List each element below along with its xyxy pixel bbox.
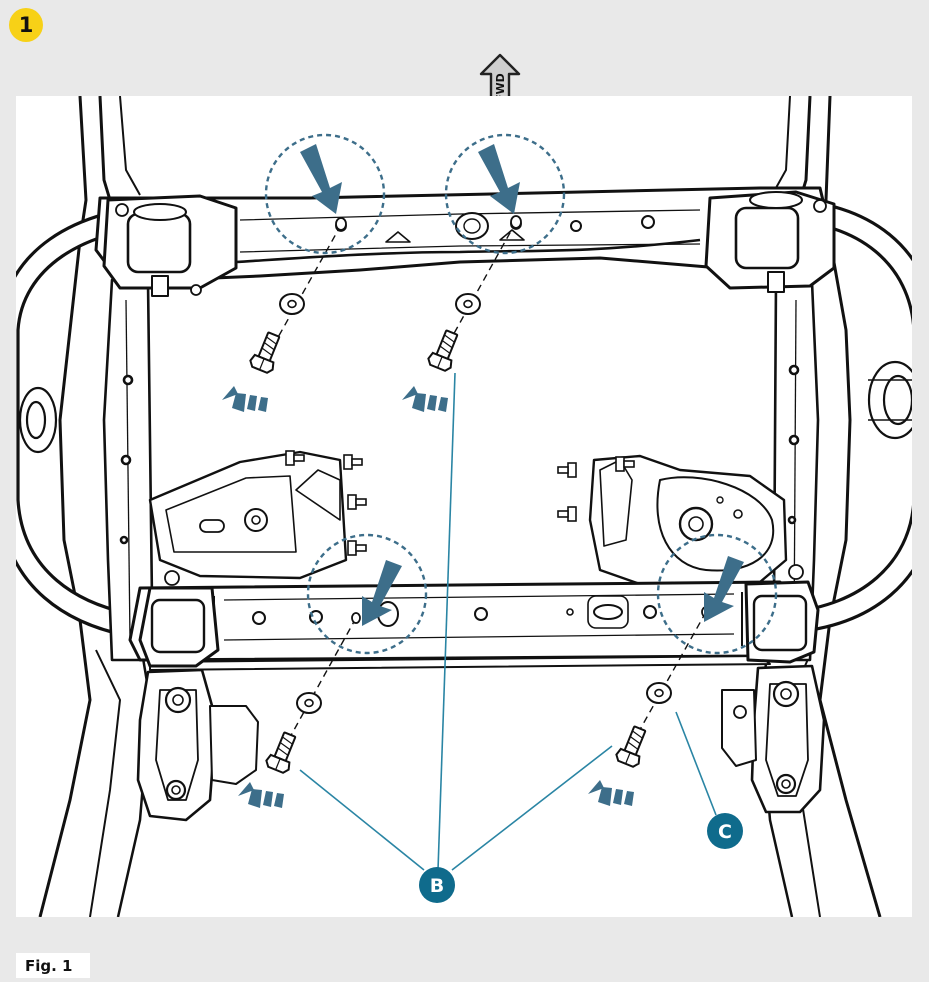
rear-left-bushing xyxy=(138,570,220,668)
crossmember-diagram: B C xyxy=(16,96,912,917)
rear-crossmember xyxy=(128,580,792,671)
bolt-axis-lines xyxy=(271,221,707,749)
figure-caption: Fig. 1 xyxy=(16,953,90,978)
figure-area: B C xyxy=(16,96,912,917)
location-arrows xyxy=(300,144,744,626)
left-lower-arm-mount xyxy=(136,668,259,822)
left-steering-bracket xyxy=(148,450,348,580)
callout-b-label: B xyxy=(430,875,444,897)
callout-b: B xyxy=(419,867,455,903)
callout-c-label: C xyxy=(718,821,732,843)
left-side-member xyxy=(102,278,154,662)
fwd-direction-arrow-icon: FWD xyxy=(479,53,521,109)
rear-right-bushing xyxy=(744,564,820,664)
callout-c: C xyxy=(707,813,743,849)
right-steering-bracket xyxy=(588,454,788,586)
step-number-badge: 1 xyxy=(9,8,43,42)
front-left-bushing xyxy=(102,194,238,297)
fwd-label: FWD xyxy=(494,73,507,102)
right-lower-arm-mount xyxy=(721,664,826,814)
bolt-location-circles xyxy=(264,133,778,655)
callout-leader-lines xyxy=(299,372,717,871)
left-wheel-hub xyxy=(18,386,58,454)
right-wheel-hub xyxy=(867,360,912,440)
front-right-bushing xyxy=(704,190,836,293)
